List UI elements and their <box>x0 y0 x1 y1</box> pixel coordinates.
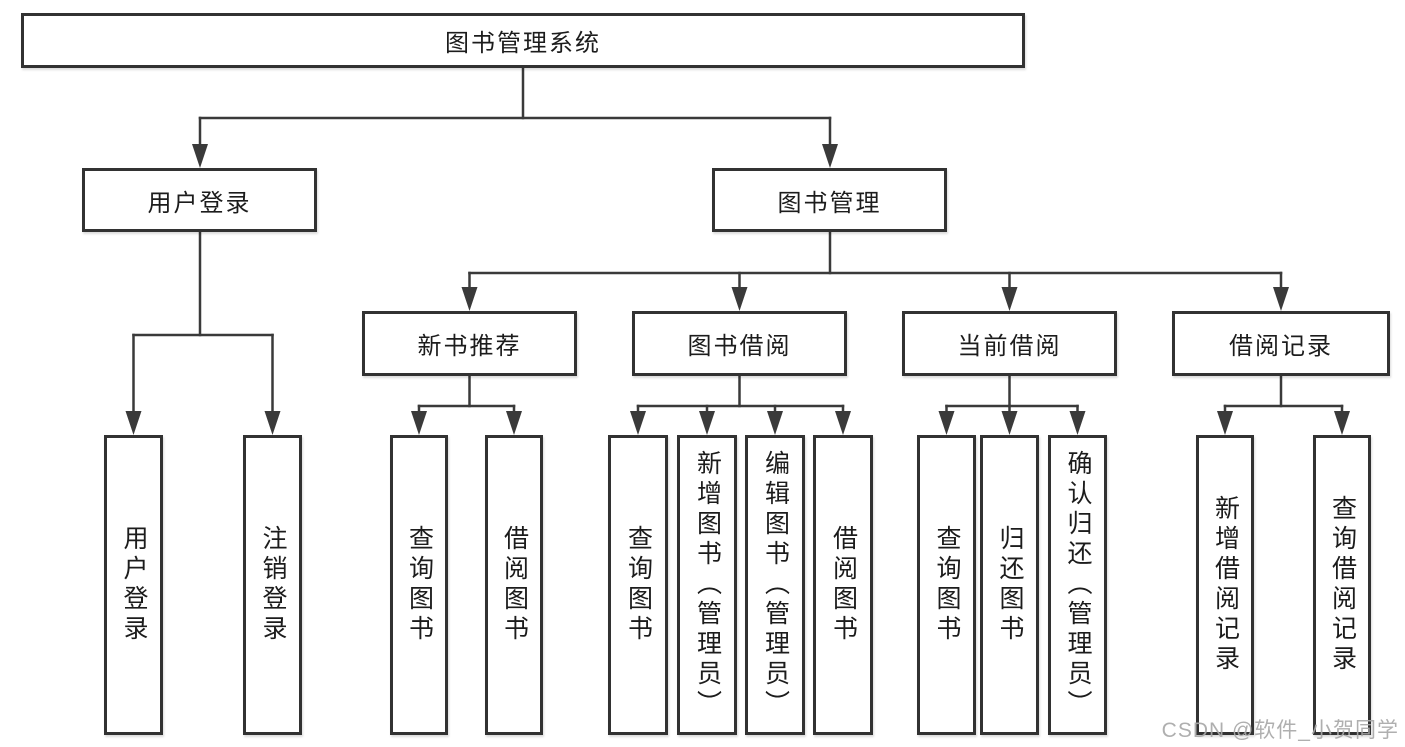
leaf-edit-book-admin: 编辑图书（管理员） <box>745 435 805 735</box>
node-new-book-recommendation: 新书推荐 <box>362 311 577 376</box>
leaf-add-borrowing-record: 新增借阅记录 <box>1196 435 1254 735</box>
arrowhead <box>630 411 646 435</box>
leaf-borrow-books: 借阅图书 <box>813 435 873 735</box>
arrowhead <box>125 411 142 435</box>
leaf-query-borrowing-record: 查询借阅记录 <box>1313 435 1371 735</box>
leaf-user-login: 用户登录 <box>104 435 163 735</box>
arrowhead <box>461 287 478 311</box>
node-book-management: 图书管理 <box>712 168 947 232</box>
arrowhead <box>411 411 427 435</box>
arrowhead <box>1001 411 1018 435</box>
arrowhead <box>264 411 281 435</box>
leaf-query-books-current: 查询图书 <box>917 435 976 735</box>
arrowhead <box>1069 411 1086 435</box>
node-borrowing-records: 借阅记录 <box>1172 311 1390 376</box>
node-book-borrowing: 图书借阅 <box>632 311 847 376</box>
arrowhead <box>506 411 522 435</box>
node-user-login: 用户登录 <box>82 168 317 232</box>
arrowhead <box>835 411 851 435</box>
arrowhead <box>938 411 955 435</box>
leaf-query-books-borrowing: 查询图书 <box>608 435 668 735</box>
arrowhead <box>822 144 838 168</box>
csdn-watermark: CSDN @软件_小贺同学 <box>1161 719 1399 742</box>
arrowhead <box>731 287 748 311</box>
arrowhead <box>767 411 783 435</box>
arrowhead <box>699 411 715 435</box>
arrowhead <box>1334 411 1350 435</box>
node-library-management-system: 图书管理系统 <box>21 13 1025 68</box>
leaf-add-book-admin: 新增图书（管理员） <box>677 435 737 735</box>
leaf-return-books: 归还图书 <box>980 435 1039 735</box>
arrowhead <box>192 144 208 168</box>
node-current-borrowing: 当前借阅 <box>902 311 1117 376</box>
arrowhead <box>1217 411 1233 435</box>
leaf-query-books-recommend: 查询图书 <box>390 435 448 735</box>
arrowhead <box>1273 287 1289 311</box>
leaf-borrow-books-recommend: 借阅图书 <box>485 435 543 735</box>
leaf-logout: 注销登录 <box>243 435 302 735</box>
leaf-confirm-return-admin: 确认归还（管理员） <box>1048 435 1107 735</box>
arrowhead <box>1001 287 1018 311</box>
